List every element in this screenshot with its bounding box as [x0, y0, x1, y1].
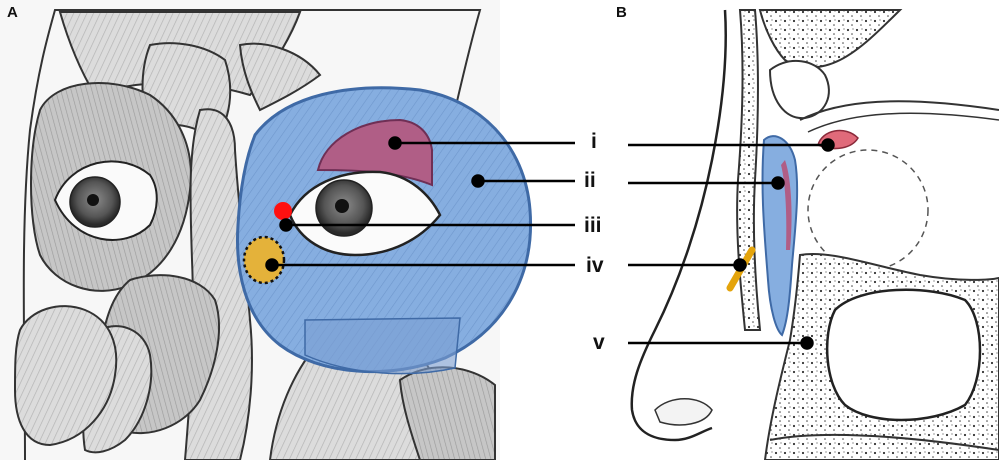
panel-letter-b: B [616, 4, 627, 21]
maxillary-sinus [827, 290, 980, 420]
frontal-sinus [770, 61, 829, 118]
label-iii: iii [584, 215, 602, 236]
panel-letter-a: A [7, 4, 18, 21]
right-pupil [335, 199, 349, 213]
label-ii: ii [584, 170, 596, 191]
orbital-roof-inner [808, 113, 999, 132]
nose-profile [632, 10, 726, 440]
label-iv: iv [586, 255, 604, 276]
label-v: v [593, 332, 605, 353]
panel-a [0, 0, 531, 460]
nasal-bone [737, 10, 760, 330]
panel-b [632, 10, 999, 460]
left-pupil [87, 194, 99, 206]
red-dot-iii [274, 202, 292, 220]
nostril [655, 399, 712, 425]
globe-dashed [808, 150, 928, 270]
yellow-region-iv [244, 237, 284, 283]
lacrimal-sac-ii [763, 136, 798, 335]
label-i: i [591, 131, 597, 152]
frontal-bone [760, 10, 900, 68]
